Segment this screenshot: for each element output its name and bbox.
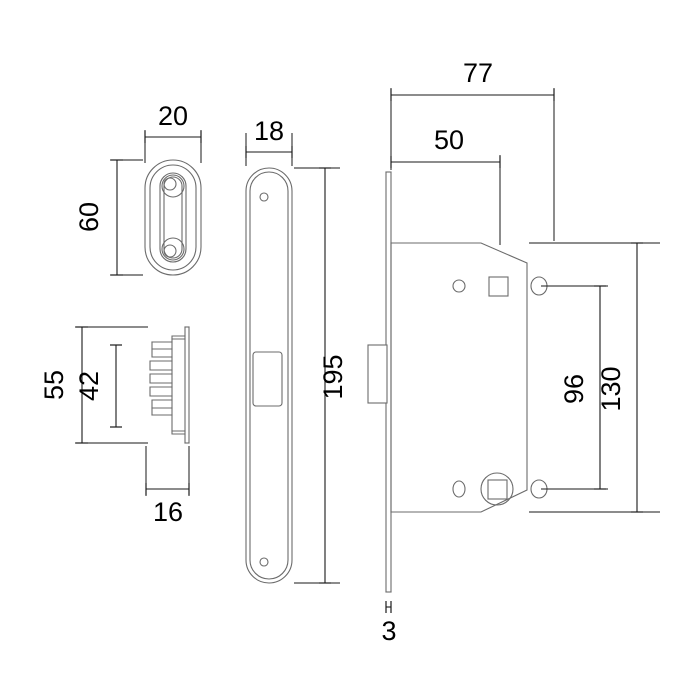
dimension-label-42: 42: [74, 371, 104, 401]
escutcheon-inner-edge: [249, 171, 289, 580]
dimension-label-16: 16: [153, 497, 183, 527]
dimension-rose-height: 55: [39, 326, 148, 444]
thumbturn-outer-oval: [144, 159, 202, 276]
lock-case-view: [367, 171, 548, 593]
dimension-label-3: 3: [381, 616, 396, 646]
thumbturn-front-view: [144, 159, 202, 276]
dimension-turn-width: 20: [144, 101, 202, 163]
thumbturn-bottom-boss: [161, 237, 185, 261]
thumbturn-top-boss: [161, 174, 185, 198]
thumbturn-lever-slot: [159, 172, 187, 263]
thumbturn-inner-oval: [149, 164, 197, 271]
thumbturn-bottom-pivot: [163, 244, 177, 258]
dimension-label-96: 96: [559, 374, 589, 404]
dimension-label-18: 18: [254, 116, 284, 146]
dimension-case-depth: 77: [390, 58, 555, 241]
thumbturn-lever-slot-inner: [163, 176, 183, 259]
dimension-label-20: 20: [158, 101, 188, 131]
lower-follower-square: [487, 479, 508, 500]
escutcheon-outer-plate: [245, 167, 293, 584]
latch-bolt: [367, 344, 388, 404]
dimension-rose-inner-height: 42: [74, 344, 122, 428]
lower-follower-boss: [480, 472, 514, 506]
dimension-forend-thickness: 3: [381, 601, 397, 646]
dimension-escutcheon-height: 195: [294, 167, 348, 584]
dimension-escutcheon-width: 18: [245, 116, 293, 166]
dimension-centres: 96: [541, 285, 608, 490]
dimension-turn-height: 60: [74, 159, 143, 276]
dimension-rose-depth: 16: [145, 446, 190, 527]
dimension-label-60: 60: [74, 202, 104, 232]
thumbturn-top-pivot: [163, 177, 177, 191]
lower-fixing-hole-icon: [452, 480, 466, 498]
upper-fixing-hole-icon: [452, 279, 466, 293]
fixing-hole-bottom-icon: [259, 557, 269, 567]
fixing-hole-top-icon: [259, 192, 269, 202]
handle-cutout: [252, 351, 283, 407]
escutcheon-plate-view: [245, 167, 293, 584]
rose-side-view: [149, 326, 190, 444]
lock-case-body: [390, 242, 528, 513]
dimension-label-195: 195: [318, 354, 348, 399]
dimension-case-height: 130: [529, 242, 660, 513]
dimension-backset: 50: [390, 125, 501, 245]
dimension-label-130: 130: [596, 366, 626, 411]
dimension-label-50: 50: [434, 125, 464, 155]
dimension-label-77: 77: [463, 58, 493, 88]
dimension-label-55: 55: [39, 370, 69, 400]
upper-follower-square: [488, 276, 509, 297]
